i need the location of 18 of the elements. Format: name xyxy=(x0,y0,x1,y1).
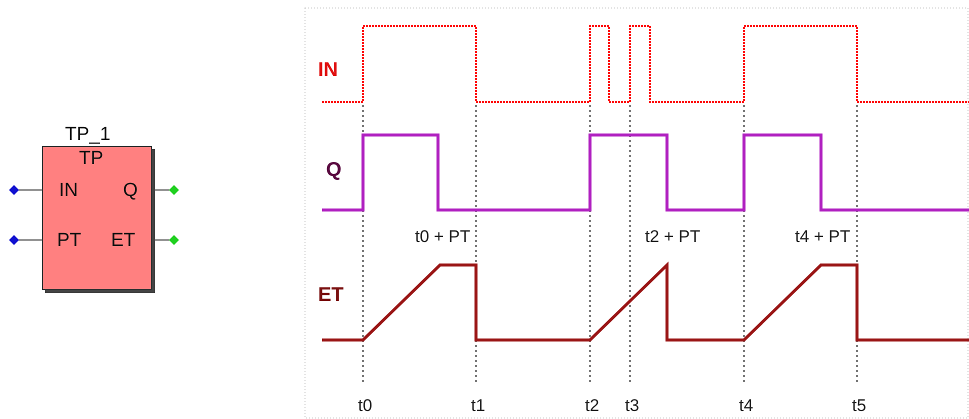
pin-label: Q xyxy=(123,181,138,200)
signal-name: ET xyxy=(318,285,344,305)
time-label: t3 xyxy=(625,397,640,414)
time-label: t0 + PT xyxy=(415,228,470,245)
time-label: t2 xyxy=(585,397,600,414)
time-label: t4 xyxy=(739,397,754,414)
time-label: t5 xyxy=(852,397,866,414)
time-label: t2 + PT xyxy=(645,228,700,245)
block-instance-name: TP_1 xyxy=(65,125,110,144)
time-label: t1 xyxy=(471,397,486,414)
pin-label: IN xyxy=(59,181,78,200)
signal-name: Q xyxy=(326,160,342,180)
time-label: t4 + PT xyxy=(795,228,850,245)
block-type: TP xyxy=(79,149,104,168)
signal-name: IN xyxy=(318,60,338,80)
pin-label: PT xyxy=(57,231,82,250)
time-label: t0 xyxy=(358,397,372,414)
pin-label: ET xyxy=(111,231,136,250)
